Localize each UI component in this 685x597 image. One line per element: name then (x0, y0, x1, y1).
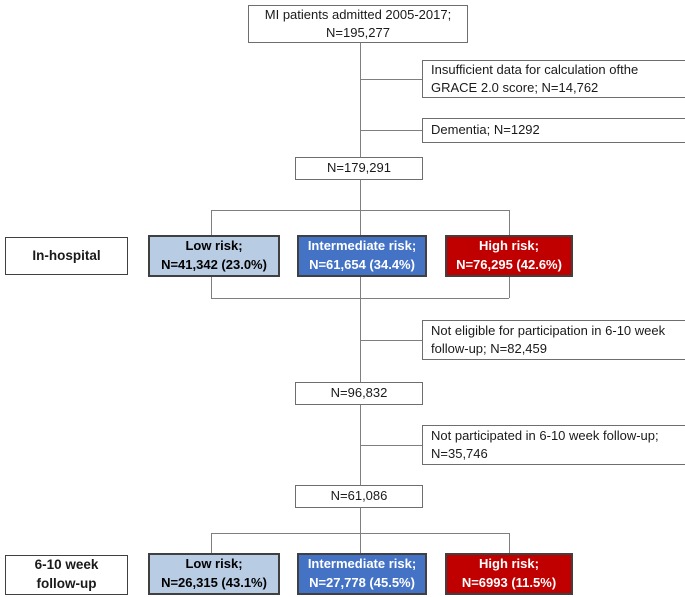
connector-exclusion-1 (360, 79, 422, 80)
stage-label-in-hospital: In-hospital (5, 237, 128, 275)
connector-branch-followup (211, 533, 509, 534)
connector-low-1-in (211, 210, 212, 235)
node-admitted-patients: MI patients admitted 2005-2017; N=195,27… (248, 5, 468, 43)
connector-spine-3 (360, 277, 361, 382)
node-inhospital-low-risk: Low risk; N=41,342 (23.0%) (148, 235, 280, 277)
stage-label-followup: 6-10 week follow-up (5, 555, 128, 595)
node-exclusion-not-eligible: Not eligible for participation in 6-10 w… (422, 320, 685, 360)
node-exclusion-insufficient-data: Insufficient data for calculation ofthe … (422, 60, 685, 98)
connector-low-1-out (211, 277, 212, 298)
node-exclusion-not-participated: Not participated in 6-10 week follow-up;… (422, 425, 685, 465)
connector-top-spine (360, 43, 361, 157)
node-count-eligible: N=96,832 (295, 382, 423, 405)
node-inhospital-intermediate-risk: Intermediate risk; N=61,654 (34.4%) (297, 235, 427, 277)
connector-low-2-in (211, 533, 212, 553)
connector-high-1-in (509, 210, 510, 235)
connector-exclusion-3 (360, 340, 422, 341)
node-count-after-exclusions: N=179,291 (295, 157, 423, 180)
node-count-followup: N=61,086 (295, 485, 423, 508)
node-exclusion-dementia: Dementia; N=1292 (422, 118, 685, 143)
connector-spine-5 (360, 508, 361, 553)
connector-exclusion-2 (360, 130, 422, 131)
connector-branch-inhospital (211, 210, 509, 211)
node-followup-low-risk: Low risk; N=26,315 (43.1%) (148, 553, 280, 595)
node-followup-intermediate-risk: Intermediate risk; N=27,778 (45.5%) (297, 553, 427, 595)
node-followup-high-risk: High risk; N=6993 (11.5%) (445, 553, 573, 595)
connector-high-2-in (509, 533, 510, 553)
connector-high-1-out (509, 277, 510, 298)
connector-exclusion-4 (360, 445, 422, 446)
node-inhospital-high-risk: High risk; N=76,295 (42.6%) (445, 235, 573, 277)
connector-spine-2 (360, 180, 361, 235)
